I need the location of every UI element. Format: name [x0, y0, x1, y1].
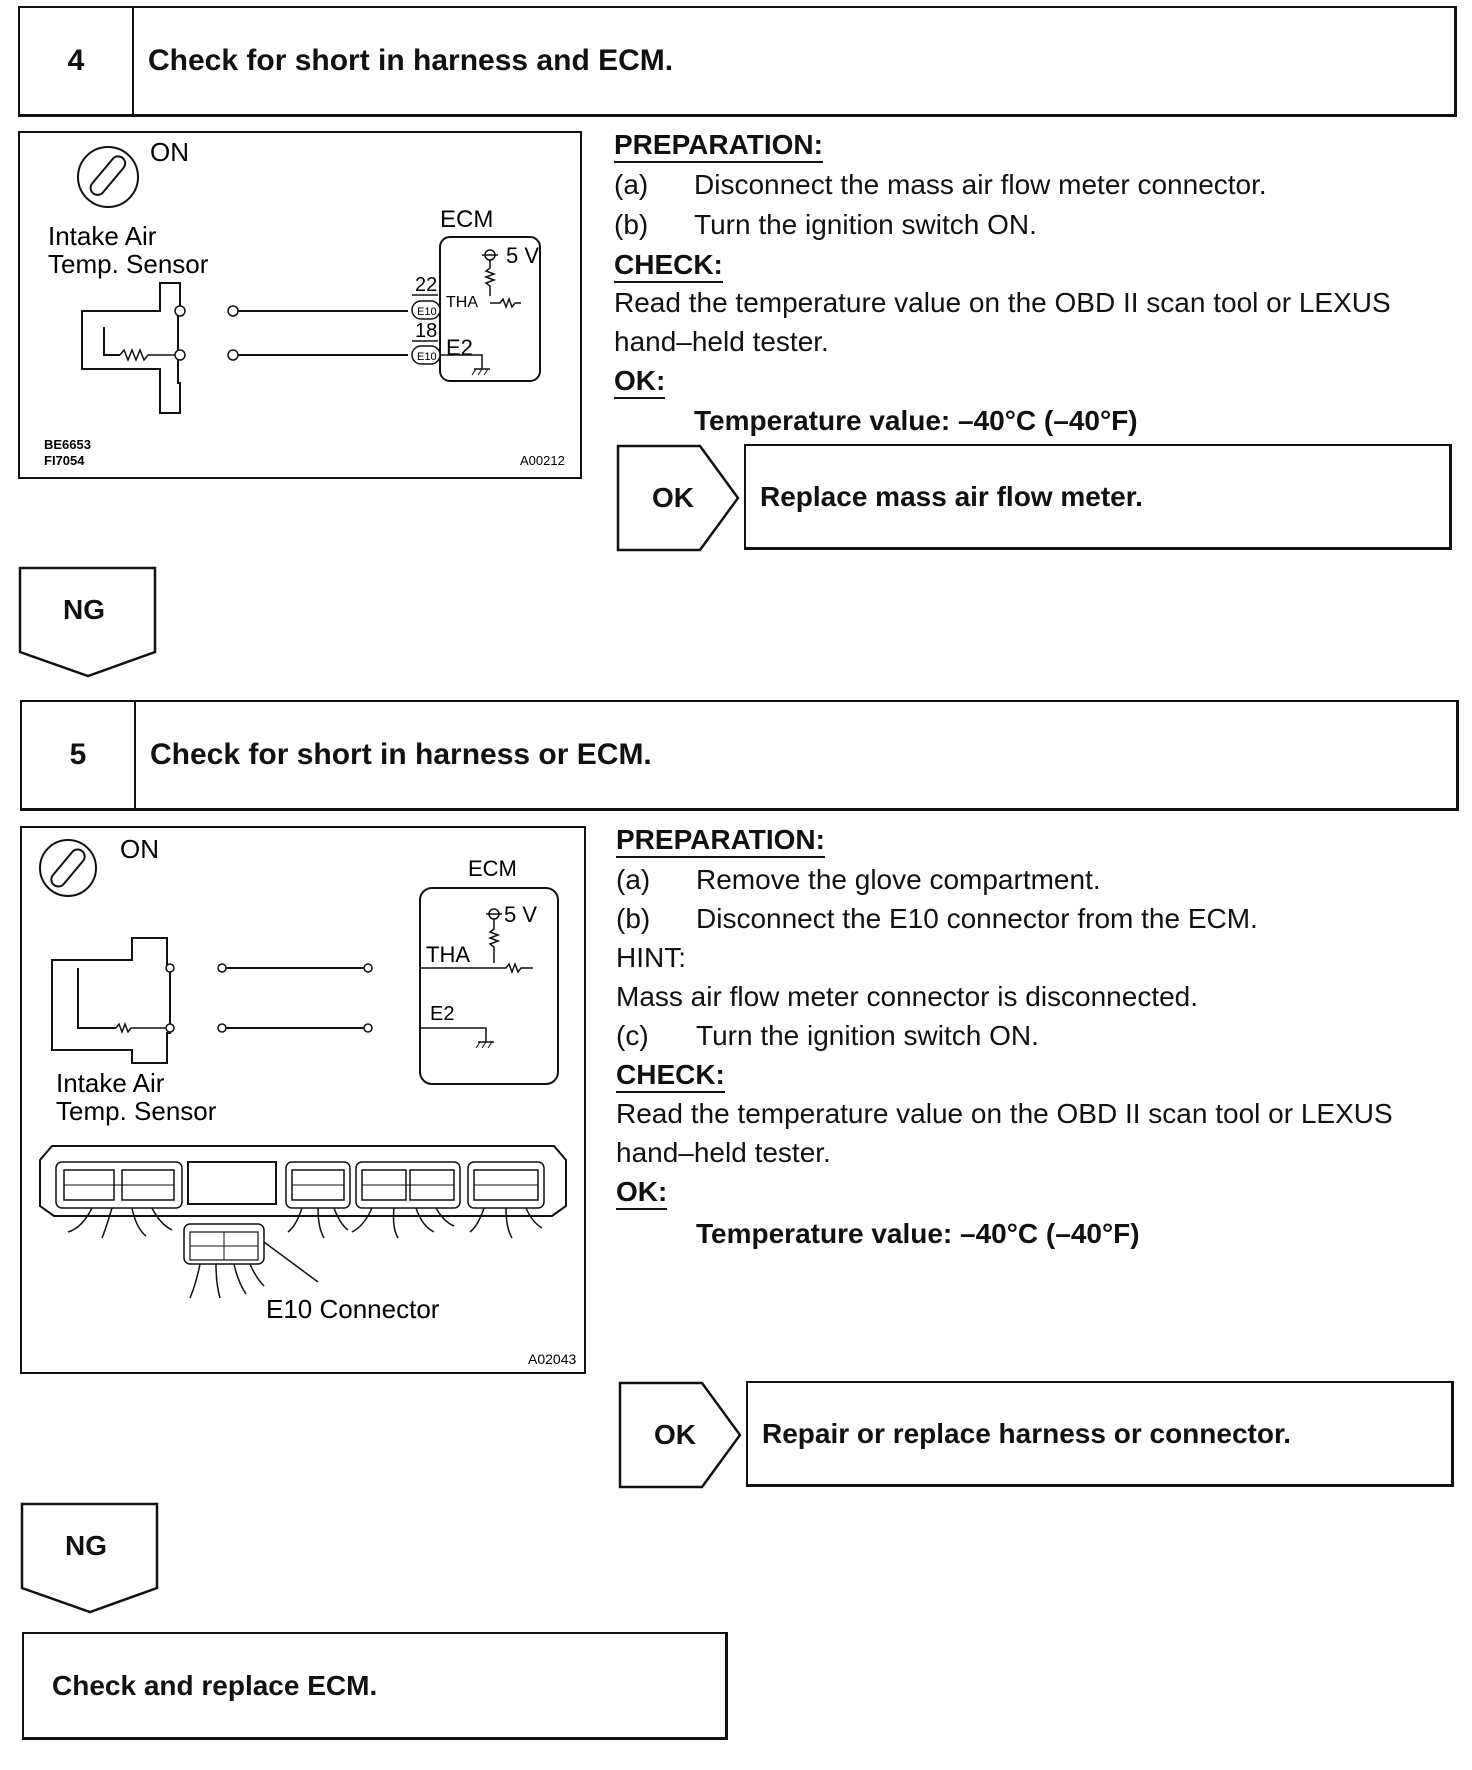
sensor-body: [81, 282, 181, 414]
hint-heading: HINT:: [616, 942, 686, 973]
ecm-connector-panel: [39, 1145, 567, 1299]
pin-18-connector: E10: [417, 351, 437, 363]
preparation-heading: PREPARATION:: [614, 131, 823, 163]
ok-label: OK: [654, 1419, 696, 1450]
prep-a-text: Disconnect the mass air flow meter conne…: [694, 169, 1267, 200]
step-number: 4: [20, 8, 134, 114]
sensor-body: [51, 937, 171, 1064]
hint-text: Mass air flow meter connector is disconn…: [616, 981, 1199, 1012]
figure-code: A00212: [520, 453, 565, 468]
step-5-ng-arrow: [20, 1502, 159, 1614]
ng-label: NG: [63, 594, 105, 625]
step-4-wiring-diagram: ON Intake Air Temp. Sensor ECM 5 V 22 E1…: [18, 131, 582, 479]
voltage-label: 5 V: [506, 243, 539, 268]
step-title: Check for short in harness or ECM.: [150, 738, 652, 771]
ecm-box: [419, 887, 559, 1085]
sensor-label-line1: Intake Air: [56, 1068, 165, 1098]
prep-a-text: Remove the glove compartment.: [696, 864, 1101, 895]
ok-criteria: Temperature value: –40°C (–40°F): [694, 405, 1138, 436]
ignition-switch-icon: [39, 839, 97, 897]
ok-label: OK: [652, 482, 694, 513]
sensor-label-line1: Intake Air: [48, 221, 157, 251]
step-5-wiring-diagram: ON Intake Air Temp. Sensor ECM 5 V THA E…: [20, 826, 586, 1374]
pin-18-number: 18: [415, 320, 437, 342]
ecm-label: ECM: [440, 206, 493, 233]
switch-label: ON: [150, 137, 189, 167]
prep-c-label: (c): [616, 1020, 649, 1051]
check-text-line2: hand–held tester.: [616, 1137, 831, 1168]
step-4-ng-arrow: [18, 566, 157, 678]
prep-a-label: (a): [614, 169, 649, 200]
prep-b-text: Disconnect the E10 connector from the EC…: [696, 903, 1258, 934]
voltage-label: 5 V: [504, 902, 537, 927]
ok-heading: OK:: [616, 1178, 668, 1210]
step-4-header: 4 Check for short in harness and ECM.: [18, 6, 1457, 117]
prep-a-label: (a): [616, 864, 651, 895]
check-heading: CHECK:: [614, 251, 723, 283]
pin-e2-label: E2: [430, 1003, 454, 1025]
step-number: 5: [22, 702, 136, 808]
ok-result-box: Repair or replace harness or connector.: [746, 1381, 1454, 1487]
thermistor-symbol: [119, 347, 178, 363]
e10-connector: [183, 1223, 265, 1265]
preparation-heading: PREPARATION:: [616, 826, 825, 858]
ok-criteria: Temperature value: –40°C (–40°F): [696, 1218, 1140, 1249]
pin-e2-label: E2: [446, 335, 473, 360]
ignition-switch-icon: [77, 146, 139, 208]
pin-22-number: 22: [415, 274, 437, 296]
prep-b-label: (b): [614, 209, 649, 240]
check-text-line1: Read the temperature value on the OBD II…: [614, 287, 1391, 318]
wiring-diagram-svg: ON Intake Air Temp. Sensor ECM 5 V 22 E1…: [44, 137, 565, 468]
switch-label: ON: [120, 834, 159, 864]
diagram-code-2: FI7054: [44, 453, 85, 468]
step-5-ok-arrow: [618, 1381, 742, 1489]
check-text-line1: Read the temperature value on the OBD II…: [616, 1098, 1393, 1129]
step-5-header: 5 Check for short in harness or ECM.: [20, 700, 1459, 811]
ng-label: NG: [65, 1530, 107, 1561]
prep-c-text: Turn the ignition switch ON.: [696, 1020, 1039, 1051]
final-action-box: Check and replace ECM.: [22, 1632, 728, 1740]
pin-22-connector: E10: [417, 306, 437, 318]
prep-b-label: (b): [616, 903, 651, 934]
pin-tha-label: THA: [446, 294, 478, 311]
check-heading: CHECK:: [616, 1061, 725, 1093]
step-title: Check for short in harness and ECM.: [148, 44, 674, 77]
connector-label: E10 Connector: [266, 1294, 440, 1324]
ok-heading: OK:: [614, 367, 666, 399]
sensor-label-line2: Temp. Sensor: [48, 249, 209, 279]
ecm-label: ECM: [468, 856, 517, 881]
prep-b-text: Turn the ignition switch ON.: [694, 209, 1037, 240]
check-text-line2: hand–held tester.: [614, 326, 829, 357]
diagram-code-1: BE6653: [44, 437, 91, 452]
ok-result-box: Replace mass air flow meter.: [744, 444, 1452, 550]
pin-tha-label: THA: [426, 942, 470, 967]
figure-code: A02043: [528, 1351, 576, 1367]
step-4-ok-arrow: [616, 444, 740, 552]
sensor-label-line2: Temp. Sensor: [56, 1096, 217, 1126]
wiring-diagram-svg: ON Intake Air Temp. Sensor ECM 5 V THA E…: [39, 834, 576, 1367]
